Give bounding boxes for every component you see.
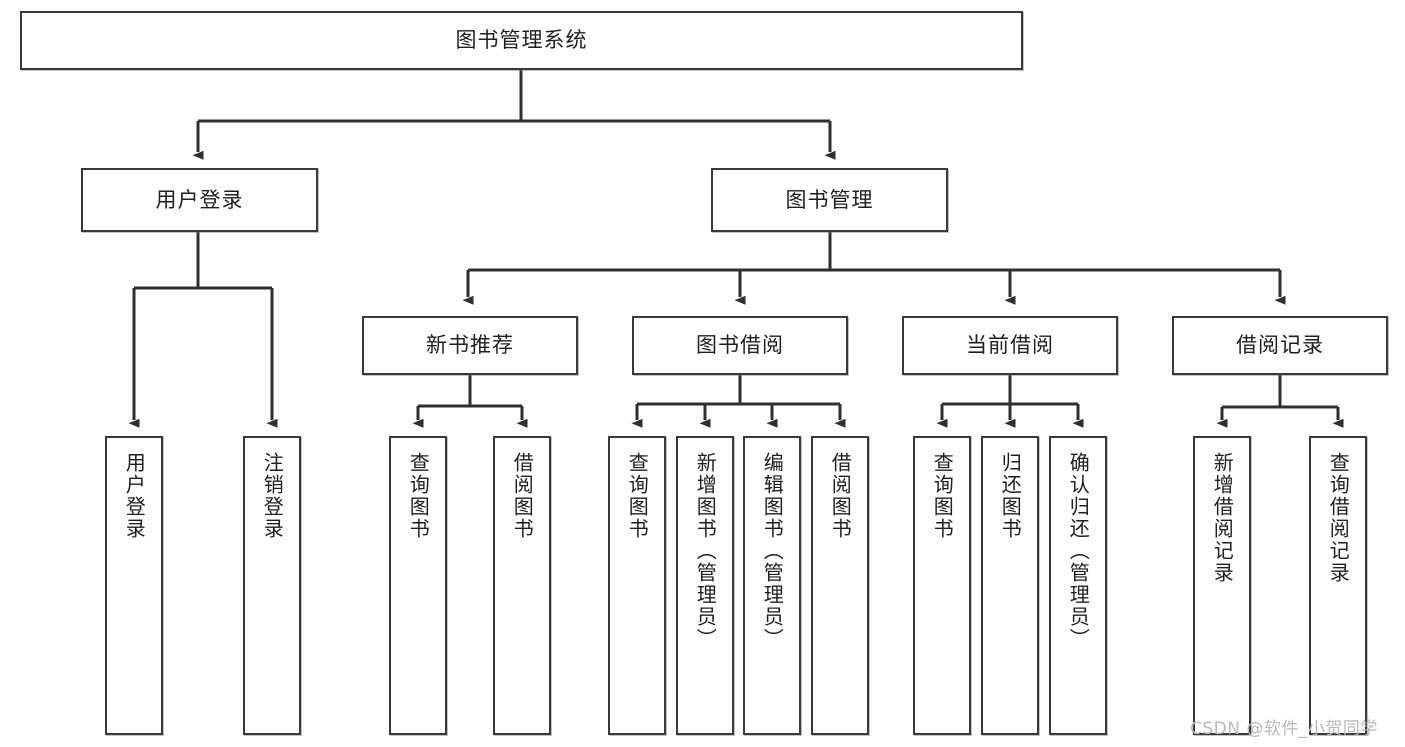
node-borrow-record-label: 借阅记录 xyxy=(1236,333,1324,358)
node-leaf-borrow-book-rec-label: 借阅图书 xyxy=(510,452,535,540)
node-leaf-query-record[interactable]: 查询借阅记录 xyxy=(1309,436,1367,735)
node-leaf-add-record-label: 新增借阅记录 xyxy=(1210,452,1235,584)
node-leaf-query-book-bb[interactable]: 查询图书 xyxy=(608,436,666,735)
csdn-watermark: CSDN @软件_小贺同学 xyxy=(1190,719,1378,739)
node-leaf-edit-book-label: 编辑图书（管理员） xyxy=(760,452,785,650)
node-book-mgmt[interactable]: 图书管理 xyxy=(711,168,948,232)
node-leaf-query-book-rec[interactable]: 查询图书 xyxy=(389,436,447,735)
node-leaf-confirm-return[interactable]: 确认归还（管理员） xyxy=(1049,436,1107,735)
node-new-book-rec-label: 新书推荐 xyxy=(426,333,514,358)
node-root[interactable]: 图书管理系统 xyxy=(20,11,1023,70)
node-leaf-user-logout-label: 注销登录 xyxy=(260,452,285,540)
node-leaf-return-book-label: 归还图书 xyxy=(998,452,1023,540)
node-leaf-add-record[interactable]: 新增借阅记录 xyxy=(1193,436,1251,735)
node-user-login-label: 用户登录 xyxy=(155,187,244,212)
node-new-book-rec[interactable]: 新书推荐 xyxy=(362,316,578,375)
node-user-login[interactable]: 用户登录 xyxy=(81,168,318,232)
node-leaf-borrow-book-bb[interactable]: 借阅图书 xyxy=(811,436,869,735)
node-leaf-add-book[interactable]: 新增图书（管理员） xyxy=(676,436,734,735)
node-leaf-query-book-bb-label: 查询图书 xyxy=(625,452,650,540)
node-leaf-return-book[interactable]: 归还图书 xyxy=(981,436,1039,735)
node-current-borrow[interactable]: 当前借阅 xyxy=(902,316,1118,375)
node-book-mgmt-label: 图书管理 xyxy=(785,187,874,212)
node-leaf-query-book-cb-label: 查询图书 xyxy=(930,452,955,540)
node-leaf-confirm-return-label: 确认归还（管理员） xyxy=(1066,452,1091,650)
node-leaf-query-book-cb[interactable]: 查询图书 xyxy=(913,436,971,735)
node-borrow-record[interactable]: 借阅记录 xyxy=(1172,316,1388,375)
node-current-borrow-label: 当前借阅 xyxy=(966,333,1054,358)
node-leaf-edit-book[interactable]: 编辑图书（管理员） xyxy=(743,436,801,735)
node-leaf-borrow-book-rec[interactable]: 借阅图书 xyxy=(493,436,551,735)
node-leaf-query-book-rec-label: 查询图书 xyxy=(406,452,431,540)
node-book-borrow[interactable]: 图书借阅 xyxy=(632,316,848,375)
node-leaf-borrow-book-bb-label: 借阅图书 xyxy=(828,452,853,540)
node-leaf-user-login[interactable]: 用户登录 xyxy=(105,436,163,735)
node-leaf-add-book-label: 新增图书（管理员） xyxy=(693,452,718,650)
node-book-borrow-label: 图书借阅 xyxy=(696,333,784,358)
node-leaf-user-login-label: 用户登录 xyxy=(122,452,147,540)
node-root-label: 图书管理系统 xyxy=(455,28,588,53)
node-leaf-user-logout[interactable]: 注销登录 xyxy=(243,436,301,735)
node-leaf-query-record-label: 查询借阅记录 xyxy=(1326,452,1351,584)
